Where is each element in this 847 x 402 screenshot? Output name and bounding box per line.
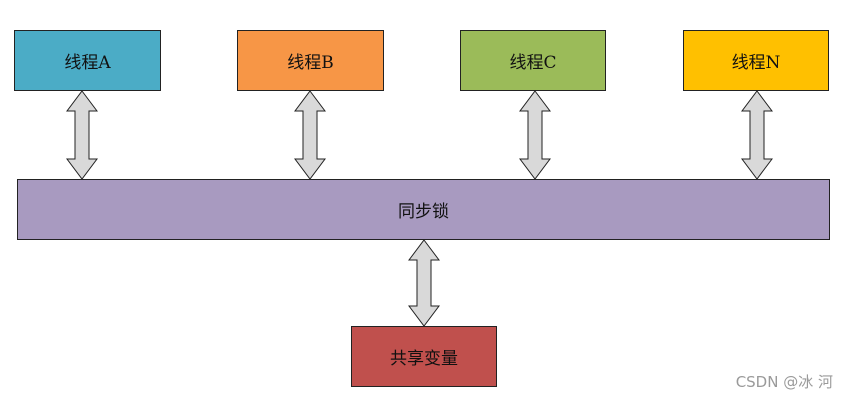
thread-a-label: 线程A <box>64 53 111 73</box>
thread-b-label: 线程B <box>287 53 334 73</box>
lock-shared-arrow <box>408 239 440 327</box>
sync-lock-bar: 同步锁 <box>17 179 830 240</box>
watermark: CSDN @冰 河 <box>735 373 833 391</box>
sync-lock-label: 同步锁 <box>398 202 449 222</box>
shared-variable-label: 共享变量 <box>390 349 458 369</box>
thread-a-box: 线程A <box>14 30 161 91</box>
thread-c-lock-arrow <box>519 90 551 180</box>
thread-c-label: 线程C <box>509 53 557 73</box>
thread-n-lock-arrow <box>741 90 773 180</box>
thread-n-label: 线程N <box>731 53 781 73</box>
thread-n-box: 线程N <box>683 30 829 91</box>
thread-b-box: 线程B <box>237 30 384 91</box>
thread-b-lock-arrow <box>294 90 326 180</box>
shared-variable-box: 共享变量 <box>351 326 497 387</box>
thread-a-lock-arrow <box>66 90 98 180</box>
thread-c-box: 线程C <box>460 30 606 91</box>
